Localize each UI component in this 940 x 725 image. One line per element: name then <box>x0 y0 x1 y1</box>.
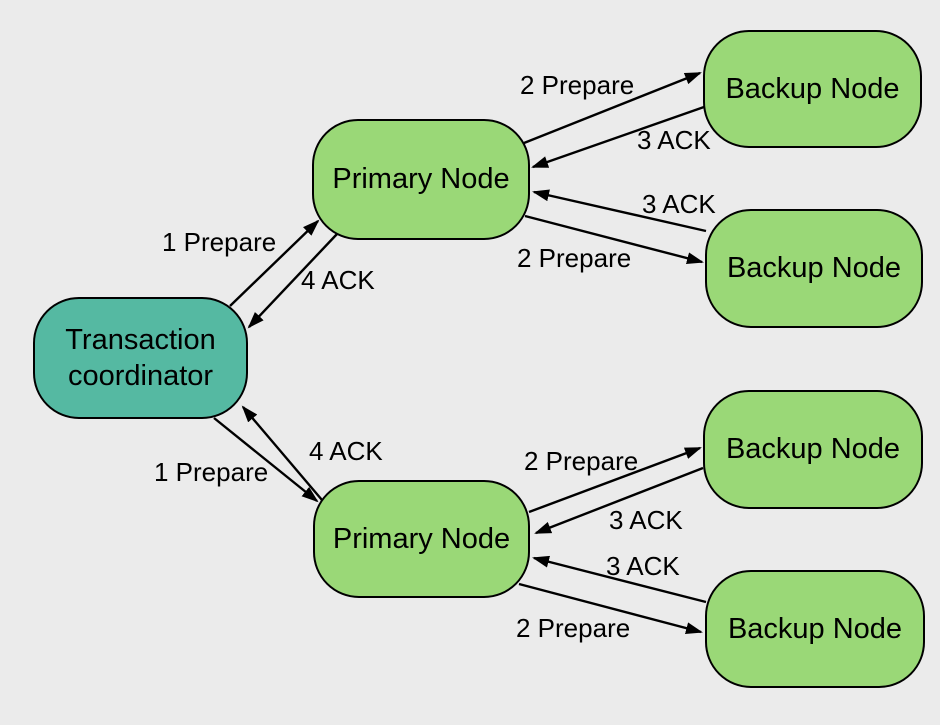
edge-label-4-ack-bottom: 4 ACK <box>309 436 383 466</box>
node-primary-bottom: Primary Node <box>313 480 530 598</box>
node-label: Transaction coordinator <box>65 323 216 392</box>
arrow-3-ack-from-backup-1 <box>531 105 705 169</box>
arrow-4-ack-to-coordinator-bottom <box>241 405 323 501</box>
arrow-1-prepare-to-primary-top <box>229 219 320 307</box>
node-backup-top-2: Backup Node <box>705 209 923 328</box>
arrow-4-ack-to-coordinator-top <box>247 233 338 329</box>
arrow-3-ack-from-backup-2 <box>532 189 707 233</box>
arrow-2-prepare-to-backup-3 <box>528 446 702 514</box>
node-backup-bottom-2: Backup Node <box>705 570 925 688</box>
edge-label-3-ack-backup-3: 3 ACK <box>609 505 683 535</box>
arrow-2-prepare-to-backup-1 <box>523 71 702 145</box>
node-label: Primary Node <box>332 163 510 196</box>
node-label: Backup Node <box>725 72 900 105</box>
node-backup-top-1: Backup Node <box>703 30 922 148</box>
arrow-3-ack-from-backup-3 <box>534 466 704 535</box>
arrow-2-prepare-to-backup-2 <box>524 214 704 265</box>
edge-label-2-prepare-backup-4: 2 Prepare <box>516 613 631 643</box>
arrow-3-ack-from-backup-4 <box>532 555 707 604</box>
edge-label-3-ack-backup-1: 3 ACK <box>637 125 711 155</box>
arrow-2-prepare-to-backup-4 <box>518 582 703 634</box>
edge-label-3-ack-backup-4: 3 ACK <box>606 551 680 581</box>
edge-label-3-ack-backup-2: 3 ACK <box>642 189 716 219</box>
node-label: Backup Node <box>727 612 903 645</box>
edge-label-2-prepare-backup-1: 2 Prepare <box>520 70 635 100</box>
edge-label-2-prepare-backup-3: 2 Prepare <box>524 446 639 476</box>
node-label: Backup Node <box>725 433 901 466</box>
edge-label-2-prepare-backup-2: 2 Prepare <box>517 243 632 273</box>
edge-label-1-prepare-top: 1 Prepare <box>162 227 277 257</box>
node-label: Backup Node <box>726 252 902 285</box>
edge-label-4-ack-top: 4 ACK <box>301 265 375 295</box>
node-backup-bottom-1: Backup Node <box>703 390 923 509</box>
arrow-1-prepare-to-primary-bottom <box>213 417 319 503</box>
node-transaction-coordinator: Transaction coordinator <box>33 297 248 419</box>
node-label: Primary Node <box>332 522 511 555</box>
node-primary-top: Primary Node <box>312 119 530 240</box>
edge-label-1-prepare-bottom: 1 Prepare <box>154 457 269 487</box>
